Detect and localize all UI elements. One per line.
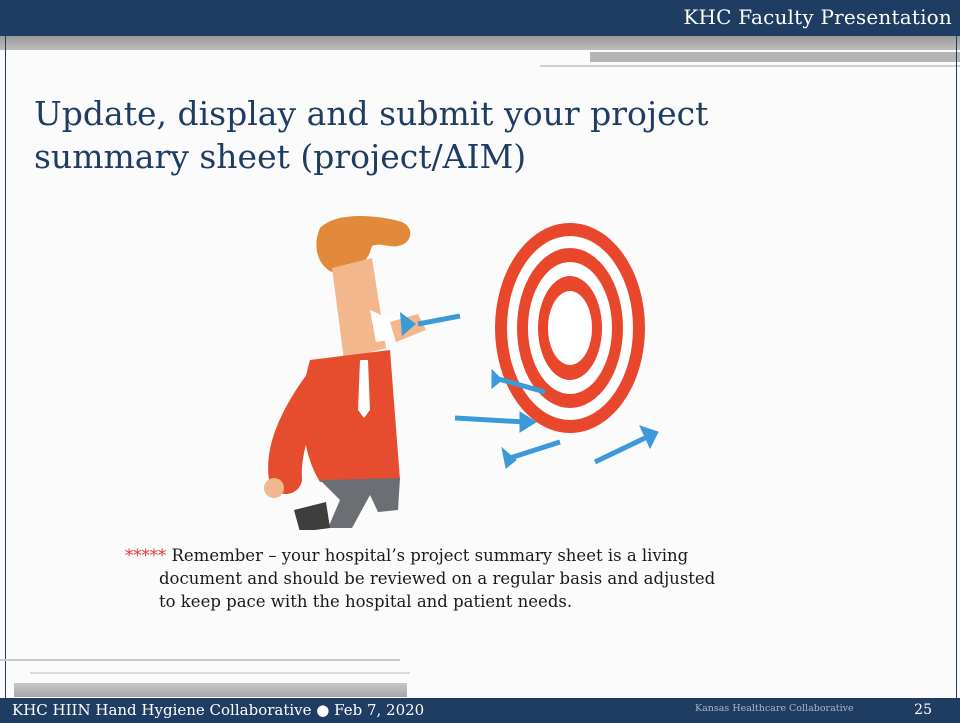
dart-icon — [454, 368, 659, 469]
slide-title: Update, display and submit your project … — [34, 92, 854, 178]
top-bar — [0, 0, 960, 36]
footer-organization: Kansas Healthcare Collaborative — [695, 703, 854, 714]
footer-decoration-line-secondary — [30, 672, 410, 674]
slide-title-line-2: summary sheet (project/AIM) — [34, 137, 527, 176]
person-icon — [264, 215, 461, 530]
footer-bar — [0, 698, 960, 723]
target-icon — [495, 223, 645, 433]
reminder-note: ***** Remember – your hospital’s project… — [125, 544, 845, 613]
reminder-note-line-2: document and should be reviewed on a reg… — [159, 569, 716, 588]
dart-thrower-target-icon — [264, 215, 659, 530]
footer-decoration-band — [14, 683, 407, 697]
reminder-note-line-3: to keep pace with the hospital and patie… — [159, 592, 573, 611]
header-decoration-line — [540, 65, 960, 67]
slide-number: 25 — [914, 702, 932, 718]
header-decoration-band — [0, 36, 960, 50]
footer-decoration-line — [0, 659, 400, 661]
footer-event-text: KHC HIIN Hand Hygiene Collaborative ● Fe… — [12, 701, 425, 719]
reminder-text-1: Remember – your hospital’s project summa… — [166, 546, 689, 565]
header-decoration-band-secondary — [590, 52, 960, 62]
reminder-note-line-1: ***** Remember – your hospital’s project… — [125, 544, 845, 567]
slide-title-line-1: Update, display and submit your project — [34, 94, 709, 133]
reminder-stars: ***** — [125, 546, 167, 565]
presentation-header-title: KHC Faculty Presentation — [683, 5, 952, 29]
